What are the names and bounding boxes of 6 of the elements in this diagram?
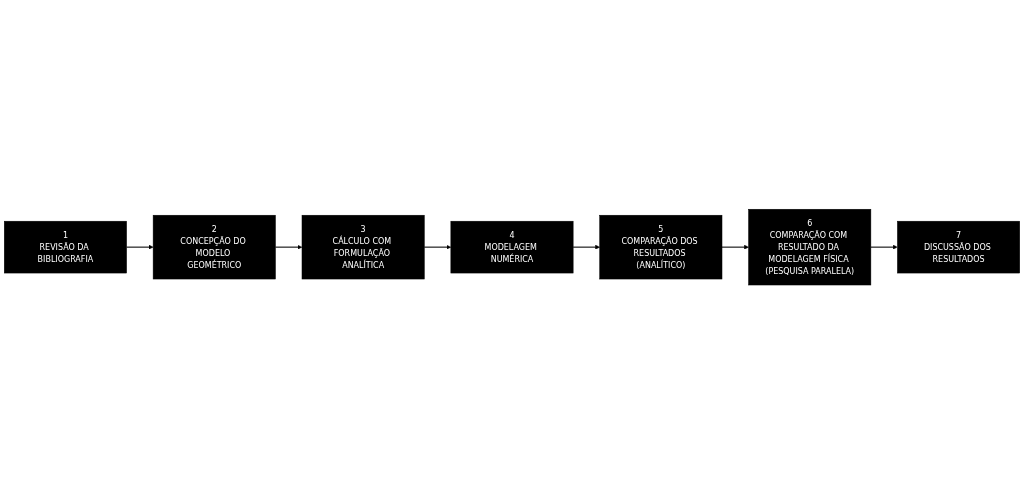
arrow — [870, 245, 898, 250]
arrow — [126, 245, 154, 250]
arrow — [572, 245, 600, 250]
arrow — [274, 245, 303, 250]
arrow — [423, 245, 452, 250]
arrow — [721, 245, 749, 250]
